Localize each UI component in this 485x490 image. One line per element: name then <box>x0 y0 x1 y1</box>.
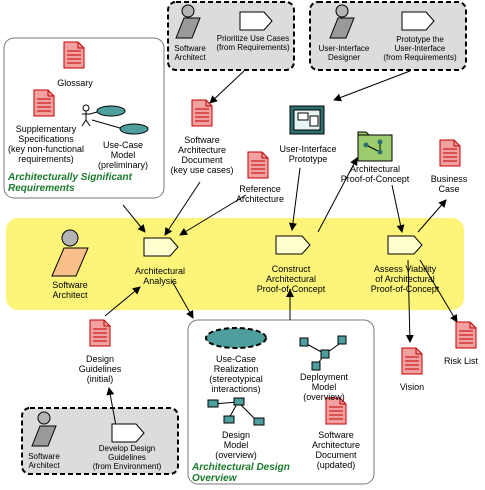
risk-list-icon <box>455 321 477 349</box>
arch-poc-label: Architectural Proof-of-Concept <box>340 164 410 184</box>
supplementary-specs-icon <box>33 89 55 117</box>
risk-list-label: Risk List <box>443 356 478 366</box>
ui-prototype-label: User-Interface Prototype <box>279 144 337 164</box>
glossary-icon <box>63 41 85 69</box>
business-case-icon <box>439 139 461 167</box>
software-architect-bottom-label: Software Architect <box>28 452 60 470</box>
prioritize-use-cases-label: Prioritize Use Cases (from Requirements) <box>216 34 290 52</box>
construct-poc-activity <box>275 235 311 255</box>
glossary-label: Glossary <box>57 78 93 88</box>
software-architect-bottom-icon <box>31 411 57 447</box>
vision-label: Vision <box>399 382 425 392</box>
vision-icon <box>401 347 423 375</box>
deployment-model-icon <box>299 335 347 371</box>
software-architect-top-icon <box>175 4 201 39</box>
use-case-realization-icon <box>205 327 267 349</box>
develop-guidelines-label: Develop Design Guidelines (from Environm… <box>92 444 162 471</box>
workflow-band <box>6 218 464 310</box>
business-case-label: Business Case <box>430 174 468 194</box>
ui-designer-label: User-Interface Designer <box>318 44 370 62</box>
design-overview-group <box>187 319 375 485</box>
sad-updated-label: Software Architecture Document (updated) <box>311 430 361 470</box>
significant-requirements-group <box>3 37 165 199</box>
supplementary-specs-label: Supplementary Specifications (key non-fu… <box>7 124 85 164</box>
software-architect-center-icon <box>51 229 89 277</box>
architectural-analysis-label: Architectural Analysis <box>134 266 186 286</box>
design-model-label: Design Model (overview) <box>215 430 257 460</box>
prototype-ui-label: Prototype the User-Interface (from Requi… <box>383 35 457 62</box>
reference-architecture-label: Reference Architecture <box>235 184 285 204</box>
construct-poc-label: Construct Architectural Proof-of-Concept <box>256 264 326 294</box>
use-case-model-icon <box>81 104 149 135</box>
reference-architecture-icon <box>247 151 269 179</box>
ui-designer-icon <box>329 4 355 39</box>
develop-guidelines-group <box>21 407 179 475</box>
design-guidelines-icon <box>89 319 111 347</box>
sad-key-use-cases-label: Software Architecture Document (key use … <box>170 135 234 175</box>
sad-key-use-cases-icon <box>191 99 213 127</box>
arch-poc-icon <box>357 131 393 162</box>
design-overview-title: Architectural Design Overview <box>192 462 290 484</box>
significant-requirements-title: Architecturally Significant Requirements <box>8 172 132 194</box>
assess-viability-activity <box>387 235 423 255</box>
software-architect-center-label: Software Architect <box>52 280 88 300</box>
ui-prototype-icon <box>289 105 325 135</box>
use-case-model-label: Use-Case Model (preliminary) <box>97 140 148 170</box>
software-architect-top-label: Software Architect <box>174 44 206 62</box>
use-case-realization-label: Use-Case Realization (stereotypical inte… <box>209 354 263 394</box>
architectural-analysis-activity <box>143 237 179 257</box>
design-model-icon <box>207 397 265 426</box>
deployment-model-label: Deployment Model (overview) <box>299 372 349 402</box>
design-guidelines-label: Design Guidelines (initial) <box>78 354 122 384</box>
assess-viability-label: Assess Viability of Architectural Proof-… <box>370 264 440 294</box>
